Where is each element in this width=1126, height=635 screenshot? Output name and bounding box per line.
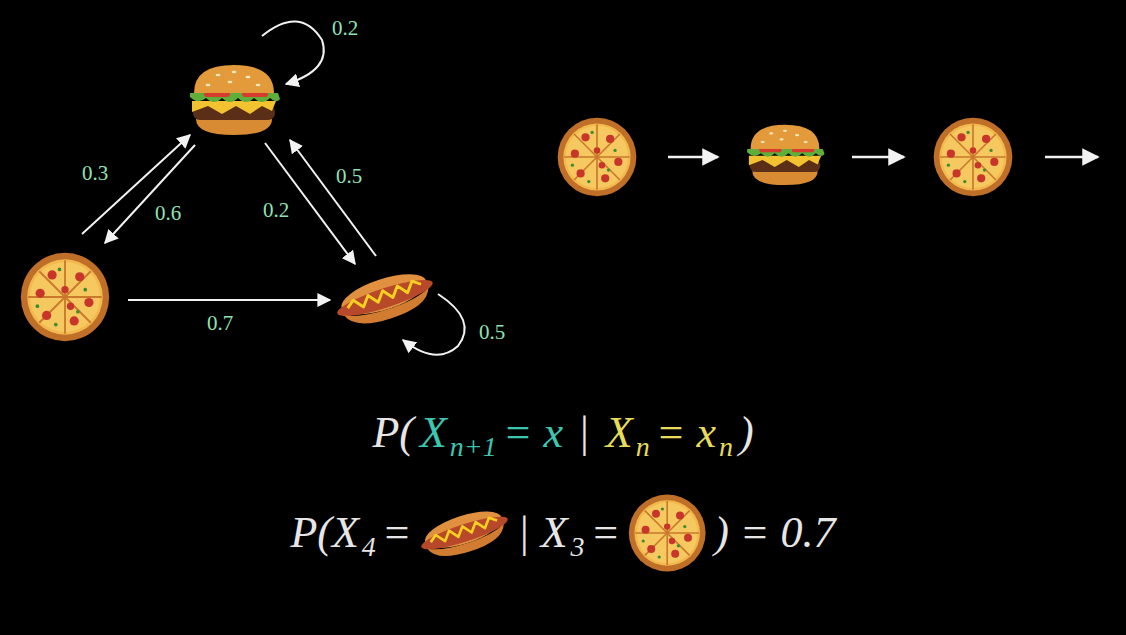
formula-subscript: 3 <box>571 530 585 564</box>
burger-icon <box>747 125 824 185</box>
pizza-icon <box>21 253 109 341</box>
sequence-arrow <box>1045 156 1098 159</box>
formula-text: = x <box>656 407 716 460</box>
probability-label: 0.3 <box>82 161 108 186</box>
formula-subscript: n+1 <box>450 430 497 464</box>
transition-arrow <box>128 299 330 301</box>
probability-label: 0.2 <box>263 198 289 223</box>
formula-text: X <box>606 407 633 460</box>
probability-label: 0.5 <box>479 320 505 345</box>
burger-icon <box>190 65 280 135</box>
formula-text: | X <box>518 507 568 560</box>
self-loop-arrow <box>262 21 324 84</box>
formula-text: = x <box>503 407 563 460</box>
hotdog-icon <box>416 502 514 565</box>
formula-text: = <box>382 507 412 560</box>
formula-subscript: n <box>719 430 733 464</box>
sequence-arrow <box>852 156 904 159</box>
transition-arrow <box>290 140 376 256</box>
formula-text: ) <box>739 407 754 460</box>
self-loop-arrow <box>403 294 465 355</box>
hotdog-icon <box>331 264 439 333</box>
formula-text: P( <box>372 407 414 460</box>
pizza-icon <box>558 118 637 197</box>
icon-slot <box>415 503 515 563</box>
formula-row: P(Xn+1= x|Xn= xn) <box>0 400 1126 466</box>
formula-text: P(X <box>290 507 358 560</box>
pizza-icon <box>934 118 1013 197</box>
formula-text: ) = 0.7 <box>714 507 835 560</box>
sequence-arrow <box>668 156 718 159</box>
formula-text: | <box>580 407 589 460</box>
probability-label: 0.6 <box>155 201 181 226</box>
formula-row: P(X4=| X3=) = 0.7 <box>0 500 1126 566</box>
transition-arrow <box>82 135 190 234</box>
formula-subscript: 4 <box>362 530 376 564</box>
probability-label: 0.7 <box>207 311 233 336</box>
icon-slot <box>623 503 711 563</box>
formula-text: = <box>591 507 621 560</box>
formula-text: X <box>420 407 447 460</box>
probability-label: 0.2 <box>332 16 358 41</box>
formula-subscript: n <box>636 430 650 464</box>
probability-label: 0.5 <box>336 164 362 189</box>
pizza-icon <box>629 495 706 572</box>
transition-arrow <box>105 145 195 243</box>
